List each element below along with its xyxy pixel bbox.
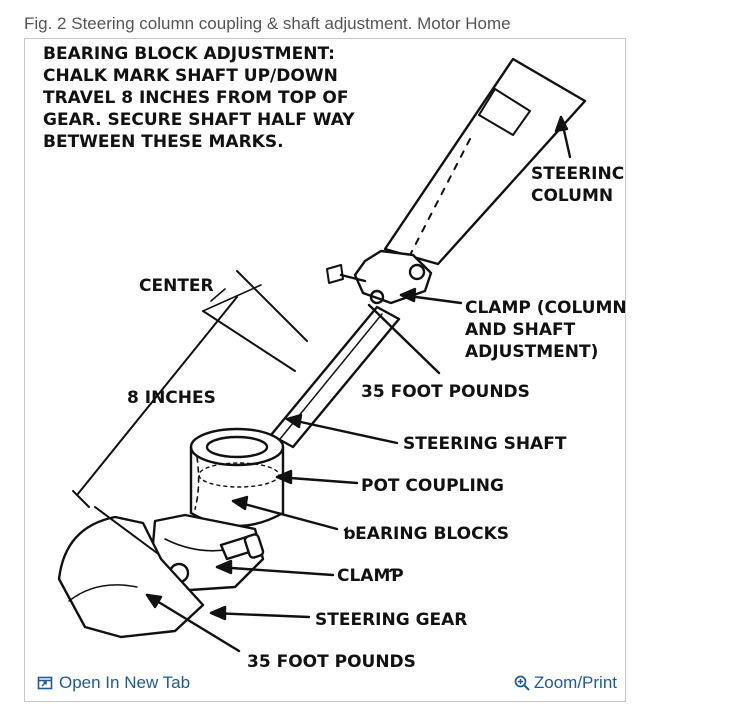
label-clamp-column-2: AND SHAFT xyxy=(465,320,576,340)
label-steering-shaft: STEERING SHAFT xyxy=(403,434,567,454)
label-clamp-column-1: CLAMP (COLUMN xyxy=(465,298,625,318)
label-steering-column-2: COLUMN xyxy=(531,186,613,206)
figure-caption: Fig. 2 Steering column coupling & shaft … xyxy=(24,14,511,33)
pot-coupling-top xyxy=(189,427,285,467)
figure-frame: BEARING BLOCK ADJUSTMENT: CHALK MARK SHA… xyxy=(24,38,626,702)
open-in-new-tab-link[interactable]: Open In New Tab xyxy=(37,673,190,693)
adjustment-note-line-1: BEARING BLOCK ADJUSTMENT: xyxy=(43,44,335,64)
label-bearing-blocks: ƅEARING BLOCKS xyxy=(343,524,509,544)
label-steering-column-1: STEERINC xyxy=(531,164,624,184)
open-in-new-tab-label: Open In New Tab xyxy=(59,673,191,692)
steering-column-shape xyxy=(383,57,587,266)
magnifier-plus-icon xyxy=(514,675,530,691)
label-eight-inches: 8 INCHES xyxy=(127,388,216,408)
zoom-print-link[interactable]: Zoom/Print xyxy=(514,673,617,693)
adjustment-note-line-2: CHALK MARK SHAFT UP/DOWN xyxy=(43,66,338,86)
steering-diagram: BEARING BLOCK ADJUSTMENT: CHALK MARK SHA… xyxy=(43,44,625,667)
adjustment-note-line-4: GEAR. SECURE SHAFT HALF WAY xyxy=(43,110,355,130)
figure-footer: Open In New Tab Zoom/Print xyxy=(25,667,625,701)
label-torque-bottom: 35 FOOT POUNDS xyxy=(247,652,416,667)
label-clamp: CLAMƤ xyxy=(337,566,404,586)
label-pot-coupling: POT COUPLING xyxy=(361,476,504,496)
label-steering-gear: STEERING GEAR xyxy=(315,610,467,630)
zoom-print-label: Zoom/Print xyxy=(533,673,617,692)
label-center: CENTER xyxy=(139,276,214,296)
label-torque-top: 35 FOOT POUNDS xyxy=(361,382,530,402)
adjustment-note-line-5: BETWEEN THESE MARKS. xyxy=(43,132,284,152)
external-tab-icon xyxy=(37,676,53,690)
adjustment-note-line-3: TRAVEL 8 INCHES FROM TOP OF xyxy=(43,88,348,108)
label-clamp-column-3: ADJUSTMENT) xyxy=(465,342,598,362)
